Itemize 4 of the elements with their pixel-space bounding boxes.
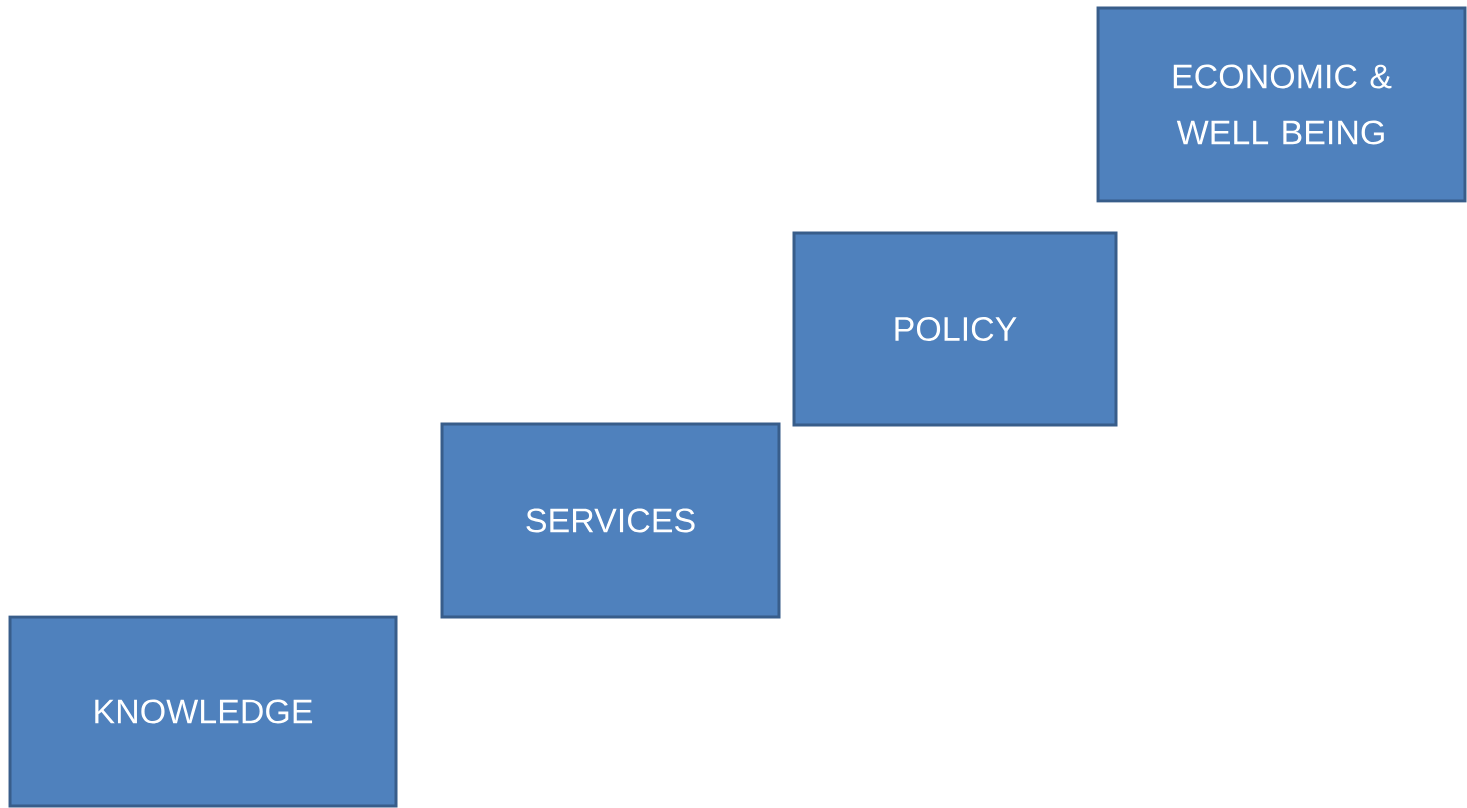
process-box: POLICY	[792, 231, 1118, 427]
process-box: SERVICES	[440, 422, 781, 619]
process-box: ECONOMIC & WELL BEING	[1096, 6, 1467, 203]
process-box: KNOWLEDGE	[8, 615, 398, 808]
